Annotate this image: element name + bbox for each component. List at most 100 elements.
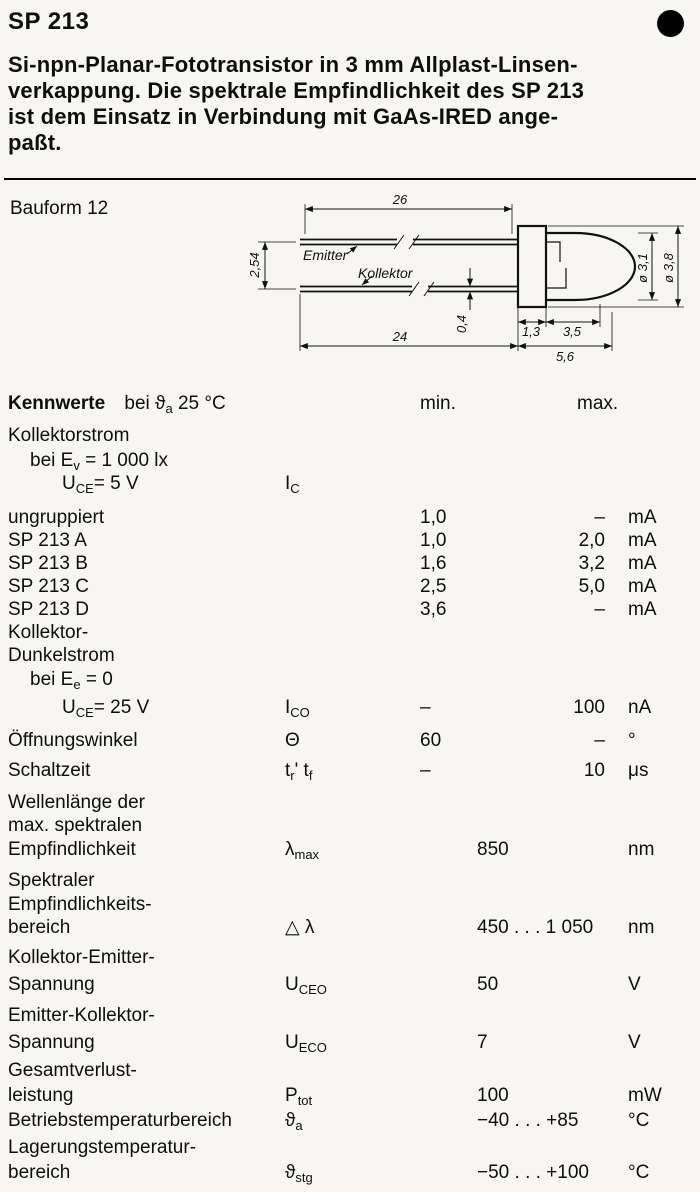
min-value: 3,6 (420, 599, 447, 620)
typ-value (477, 506, 540, 529)
min-value (420, 424, 477, 447)
typ-value (477, 759, 540, 782)
table-row: SP 213 D 3,6 – mA (0, 598, 700, 621)
max-value (540, 449, 605, 472)
dim-text-1-3: 1,3 (522, 324, 541, 339)
param-label: Spannung (8, 974, 95, 995)
min-value (420, 893, 477, 916)
max-value: – (594, 599, 605, 620)
min-value (420, 1136, 477, 1159)
param-label: leistung (8, 1085, 74, 1106)
unit-label (605, 644, 700, 667)
typ-value (477, 644, 540, 667)
min-value (420, 449, 477, 472)
max-value (540, 1136, 605, 1159)
typ-value: 850 (477, 839, 509, 860)
typ-value (477, 1059, 540, 1082)
param-label: Spannung (8, 1032, 95, 1053)
param-label: UCE= 5 V (62, 473, 139, 496)
typ-value: 100 (477, 1085, 509, 1106)
param-label: Schaltzeit (8, 760, 91, 781)
max-value (540, 893, 605, 916)
dim-text-pitch: 2,54 (247, 252, 262, 278)
unit-label (605, 449, 700, 472)
param-label: Kollektor-Emitter- (8, 947, 155, 968)
unit-label (605, 869, 700, 892)
description-line: ist dem Einsatz in Verbindung mit GaAs-I… (8, 104, 559, 129)
horizontal-rule (4, 178, 696, 180)
param-label: Lagerungstemperatur- (8, 1137, 196, 1158)
param-symbol (285, 946, 420, 969)
typ-value (477, 449, 540, 472)
typ-value (477, 814, 540, 837)
param-label: bereich (8, 1162, 71, 1183)
typ-value (477, 869, 540, 892)
max-value: – (594, 507, 605, 528)
corner-dot-icon (657, 10, 684, 37)
min-value: – (420, 760, 431, 781)
param-label: Dunkelstrom (8, 645, 115, 666)
min-value (420, 1109, 477, 1132)
unit-label (605, 814, 700, 837)
table-row: bei Ev = 1 000 lx (0, 449, 700, 472)
typ-value (477, 472, 540, 495)
min-value (420, 1031, 477, 1054)
param-label: Empfindlichkeit (8, 839, 136, 860)
max-value: 10 (583, 760, 605, 781)
param-symbol: IC (285, 473, 300, 496)
typ-value: −50 . . . +100 (477, 1162, 589, 1183)
min-value (420, 668, 477, 691)
param-label: bei Ev = 1 000 lx (30, 450, 169, 473)
param-symbol (285, 506, 420, 529)
max-value: 100 (573, 697, 605, 718)
typ-value (477, 598, 540, 621)
lead-break-mark (408, 281, 435, 297)
max-value (540, 424, 605, 447)
min-value: – (420, 697, 431, 718)
param-label: Spektraler (8, 870, 95, 891)
typ-value (477, 791, 540, 814)
max-value (540, 916, 605, 939)
param-symbol (285, 575, 420, 598)
unit-label (605, 424, 700, 447)
param-symbol (285, 1004, 420, 1027)
bauform-caption: Bauform 12 (10, 198, 109, 219)
min-value (420, 1084, 477, 1107)
kollektor-lead (300, 285, 518, 293)
param-label: Öffnungswinkel (8, 730, 138, 751)
max-value (540, 1161, 605, 1184)
unit-label: mW (628, 1085, 662, 1106)
unit-label (605, 1136, 700, 1159)
typ-value (477, 621, 540, 644)
min-value (420, 916, 477, 939)
max-value (540, 1031, 605, 1054)
max-value (540, 869, 605, 892)
kennwerte-title: Kennwerte (8, 393, 106, 414)
dim-text-3-5: 3,5 (563, 324, 582, 339)
extension-lines (258, 241, 296, 290)
min-value (420, 791, 477, 814)
table-row: UCE= 25 V ICO – 100 nA (0, 696, 700, 719)
unit-label: ° (628, 730, 636, 751)
param-symbol: △ λ (285, 917, 315, 938)
emitter-leader-line (346, 245, 358, 255)
min-value (420, 946, 477, 969)
param-label: Kollektor- (8, 622, 89, 643)
min-value: 1,0 (420, 507, 447, 528)
param-label: SP 213 C (8, 576, 89, 597)
unit-label: mA (628, 507, 657, 528)
min-value: 60 (420, 730, 442, 751)
max-value: – (594, 730, 605, 751)
table-row: Schaltzeit tr' tf – 10 μs (0, 759, 700, 782)
bauform-drawing: 26 24 5,6 1,3 3,5 2,54 0,4 ø 3,1 ø 3,8 E… (247, 192, 684, 364)
table-row: bereich ϑstg −50 . . . +100 °C (0, 1161, 700, 1184)
lead-break-mark (393, 234, 420, 250)
max-value (540, 946, 605, 969)
typ-value (477, 575, 540, 598)
typ-value (477, 529, 540, 552)
unit-label: mA (628, 553, 657, 574)
param-label: Gesamtverlust- (8, 1060, 137, 1081)
emitter-label: Emitter (303, 247, 349, 263)
param-symbol: λmax (285, 839, 320, 862)
min-value (420, 644, 477, 667)
